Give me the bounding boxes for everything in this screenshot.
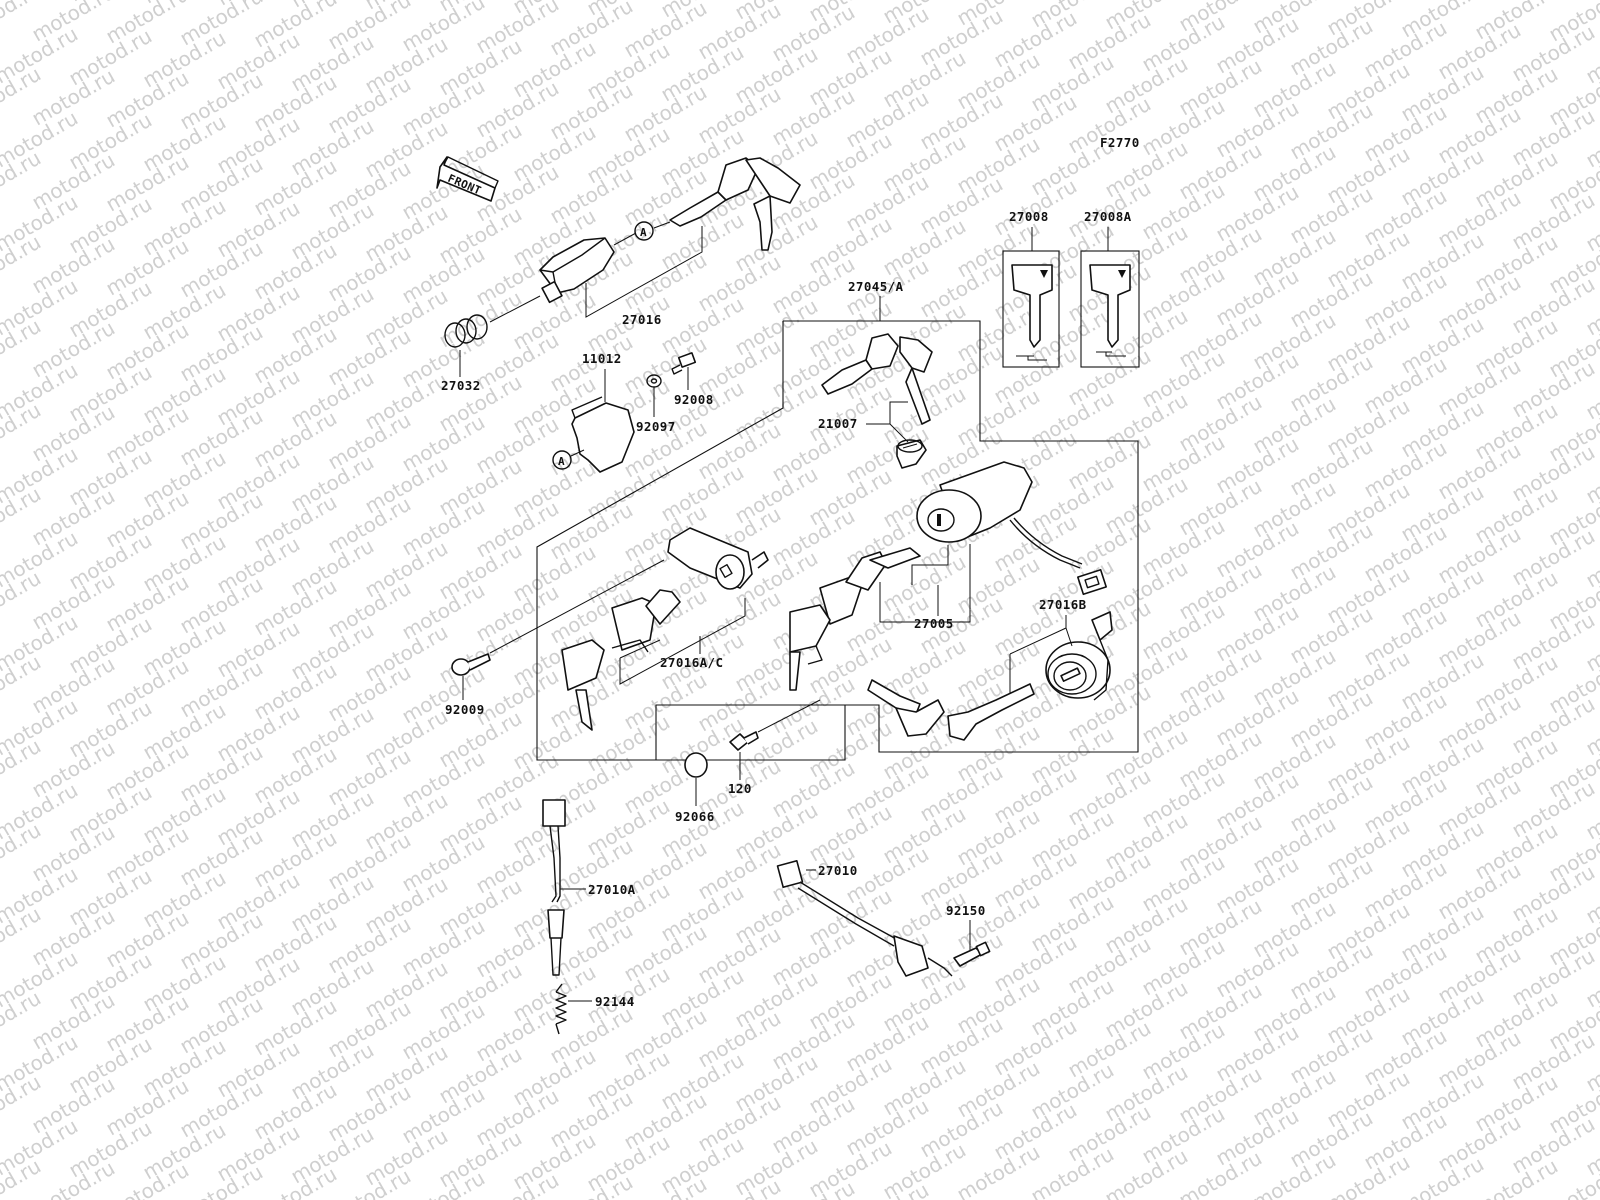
part-27005: 27005 bbox=[914, 616, 954, 631]
part-27016ac: 27016A/C bbox=[660, 655, 723, 670]
switch-27010a bbox=[542, 799, 566, 976]
cap-21007 bbox=[896, 439, 927, 469]
cover-plate bbox=[571, 396, 635, 473]
key-pair-21007-icon bbox=[821, 333, 933, 425]
ignition-lock-cylinder bbox=[539, 237, 615, 304]
ref-mark-a2-label: A bbox=[558, 455, 565, 468]
part-27010: 27010 bbox=[818, 863, 858, 878]
part-92144: 92144 bbox=[595, 994, 635, 1009]
part-27032: 27032 bbox=[441, 378, 481, 393]
part-27016: 27016 bbox=[622, 312, 662, 327]
key-pair-27016b-icon bbox=[867, 679, 1035, 741]
key-card-27008a bbox=[1080, 250, 1140, 368]
part-27016b: 27016B bbox=[1039, 597, 1087, 612]
part-92009: 92009 bbox=[445, 702, 485, 717]
connector-27005 bbox=[1077, 568, 1107, 596]
seat-lock-27016b bbox=[1045, 611, 1113, 701]
cylinder-27016ac bbox=[667, 527, 769, 590]
screw-92009 bbox=[451, 653, 491, 676]
part-92008: 92008 bbox=[674, 392, 714, 407]
ref-mark-a1-label: A bbox=[640, 226, 647, 239]
key-pair-27005-icon bbox=[789, 547, 921, 691]
part-27010a: 27010A bbox=[588, 882, 636, 897]
part-21007: 21007 bbox=[818, 416, 858, 431]
part-27008: 27008 bbox=[1009, 209, 1049, 224]
set-frame-27045a bbox=[536, 320, 1139, 761]
screw-92150 bbox=[953, 941, 991, 967]
part-27045a: 27045/A bbox=[848, 279, 904, 294]
bolt-92008 bbox=[671, 352, 697, 375]
o-ring-set bbox=[444, 314, 488, 348]
part-27008a: 27008A bbox=[1084, 209, 1132, 224]
key-pair-icon bbox=[669, 157, 801, 251]
ref-mark-a2 bbox=[552, 450, 572, 470]
switch-27010 bbox=[776, 859, 953, 977]
spring-92144 bbox=[555, 983, 567, 1035]
figure-code: F2770 bbox=[1100, 135, 1140, 150]
ref-mark-a1 bbox=[634, 221, 654, 241]
part-120: 120 bbox=[728, 781, 752, 796]
bolt-120 bbox=[729, 731, 759, 751]
part-92150: 92150 bbox=[946, 903, 986, 918]
ignition-switch-27005 bbox=[916, 461, 1083, 569]
part-92066: 92066 bbox=[675, 809, 715, 824]
part-92097: 92097 bbox=[636, 419, 676, 434]
key-pair-27016ac-icon bbox=[561, 589, 681, 731]
part-11012: 11012 bbox=[582, 351, 622, 366]
cap-92066 bbox=[684, 752, 708, 778]
key-card-27008 bbox=[1002, 250, 1060, 368]
